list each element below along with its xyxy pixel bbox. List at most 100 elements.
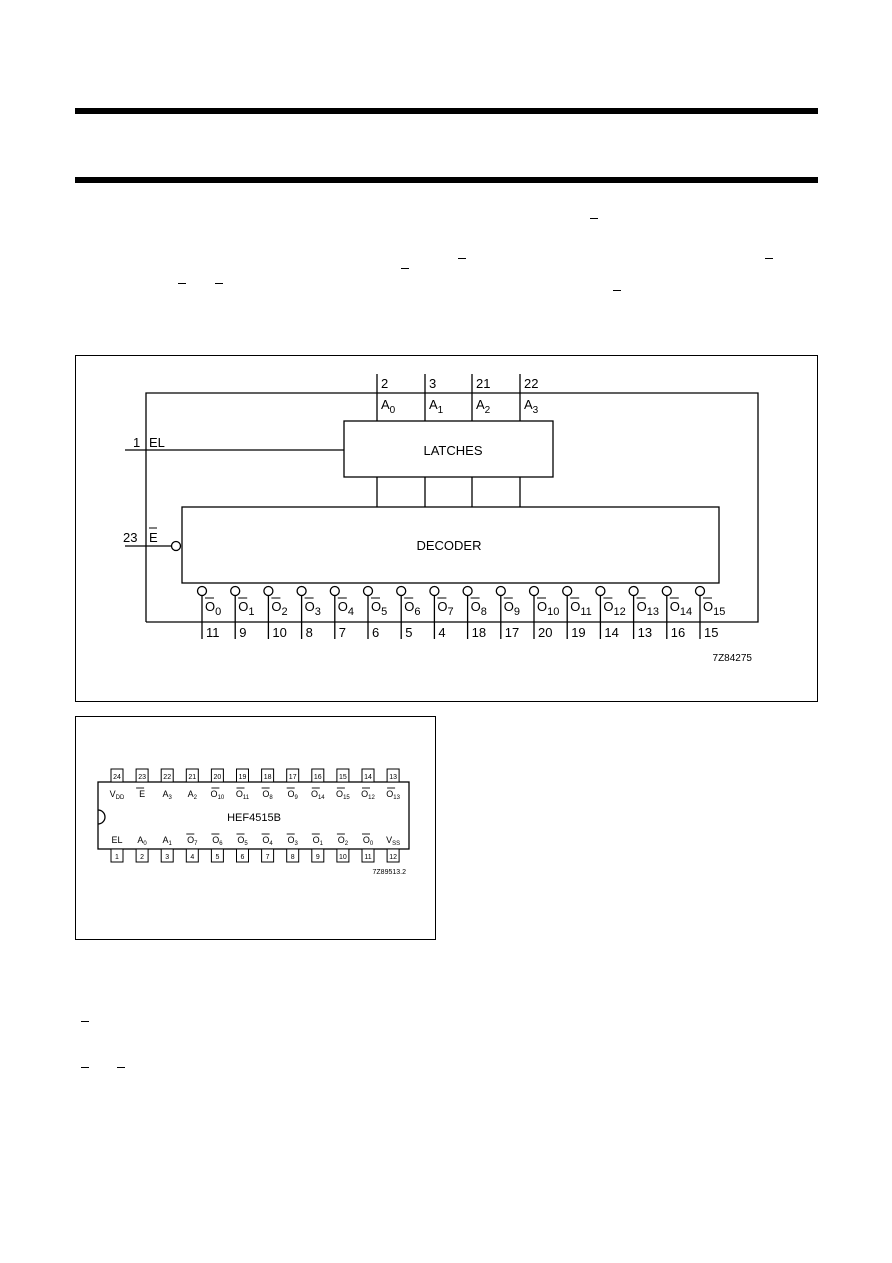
top-pin-label: O11 bbox=[236, 789, 250, 801]
decoder-outputs: O011O19O210O38O47O56O65O74O818O917O1020O… bbox=[196, 585, 725, 640]
output-pin-number: 10 bbox=[272, 625, 286, 640]
bottom-pin-number: 11 bbox=[364, 854, 371, 861]
output-pin-number: 16 bbox=[671, 625, 685, 640]
bottom-pin-box bbox=[261, 848, 275, 863]
top-pin-number: 16 bbox=[314, 774, 322, 781]
bottom-pin-box bbox=[286, 848, 300, 863]
second-rule bbox=[75, 177, 818, 183]
top-pin-box bbox=[110, 768, 124, 783]
e-label: E bbox=[149, 530, 158, 545]
output-label: O7 bbox=[437, 599, 453, 618]
text-overbar bbox=[613, 290, 621, 291]
text-overbar bbox=[117, 1067, 125, 1068]
output-pin-number: 8 bbox=[306, 625, 313, 640]
bottom-pin-box bbox=[386, 848, 400, 863]
text-overbar bbox=[215, 283, 223, 284]
text-overbar bbox=[178, 283, 186, 284]
decoder-label: DECODER bbox=[416, 538, 481, 553]
bottom-pin-label: VSS bbox=[386, 835, 400, 847]
output-label: O9 bbox=[504, 599, 520, 618]
top-pin-label: VDD bbox=[110, 789, 125, 801]
text-overbar bbox=[765, 258, 773, 259]
top-pin-box bbox=[361, 768, 375, 783]
output-pin-number: 17 bbox=[505, 625, 519, 640]
chip-notch bbox=[97, 809, 106, 825]
bottom-pin-label: O4 bbox=[262, 835, 273, 847]
top-pin-number: 22 bbox=[163, 774, 171, 781]
top-pin-number: 15 bbox=[339, 774, 347, 781]
bottom-pin-box bbox=[236, 848, 249, 863]
output-bubble bbox=[495, 585, 506, 597]
text-overbar bbox=[401, 268, 409, 269]
address-pin-number: 2 bbox=[381, 376, 388, 391]
output-label: O0 bbox=[205, 599, 221, 618]
output-label: O11 bbox=[570, 599, 592, 618]
top-pin-box bbox=[160, 768, 174, 783]
output-bubble bbox=[329, 585, 340, 597]
e-pin-number: 23 bbox=[123, 530, 137, 545]
bottom-pin-label: O6 bbox=[212, 835, 223, 847]
output-bubble bbox=[462, 585, 473, 597]
top-pin-number: 24 bbox=[113, 774, 121, 781]
bottom-pin-number: 4 bbox=[190, 854, 194, 861]
bottom-pin-box bbox=[210, 848, 224, 863]
bottom-pin-box bbox=[135, 848, 149, 863]
address-input-label: A3 bbox=[524, 397, 539, 416]
bottom-pin-number: 3 bbox=[165, 854, 169, 861]
bottom-pin-number: 12 bbox=[389, 854, 397, 861]
text-overbar bbox=[81, 1021, 89, 1022]
text-overbar bbox=[590, 218, 598, 219]
bottom-pin-label: O7 bbox=[187, 835, 198, 847]
top-pin-label: O8 bbox=[262, 789, 273, 801]
output-label: O14 bbox=[670, 599, 692, 618]
bottom-pin-box bbox=[185, 848, 199, 863]
bottom-pin-number: 5 bbox=[215, 854, 219, 861]
address-pin-number: 3 bbox=[429, 376, 436, 391]
bottom-pin-label: O0 bbox=[363, 835, 374, 847]
top-pin-number: 21 bbox=[188, 774, 196, 781]
top-pin-label: O12 bbox=[361, 789, 375, 801]
top-pin-box bbox=[261, 768, 275, 783]
top-pin-label: O13 bbox=[386, 789, 400, 801]
bottom-pin-box bbox=[311, 848, 325, 863]
chip-label: HEF4515B bbox=[227, 812, 281, 824]
top-pin-box bbox=[386, 768, 400, 783]
top-pin-label: E bbox=[139, 789, 145, 799]
latches-label: LATCHES bbox=[424, 443, 483, 458]
output-label: O8 bbox=[471, 599, 487, 618]
bottom-pin-label: O5 bbox=[237, 835, 248, 847]
output-bubble bbox=[362, 585, 374, 597]
bottom-pin-number: 7 bbox=[266, 854, 270, 861]
bottom-pin-label: A0 bbox=[137, 835, 147, 847]
output-pin-number: 14 bbox=[604, 625, 618, 640]
chip-body bbox=[97, 781, 410, 850]
top-pin-number: 23 bbox=[138, 774, 146, 781]
output-label: O3 bbox=[305, 599, 321, 618]
address-input-label: A2 bbox=[476, 397, 491, 416]
bottom-pin-number: 8 bbox=[291, 854, 295, 861]
top-pin-number: 20 bbox=[214, 774, 222, 781]
top-pin-label: O15 bbox=[336, 789, 350, 801]
output-label: O10 bbox=[537, 599, 559, 618]
top-pin-box bbox=[336, 768, 350, 783]
output-bubble bbox=[263, 585, 274, 597]
output-pin-number: 18 bbox=[472, 625, 486, 640]
top-pin-label: A2 bbox=[188, 789, 198, 801]
top-pin-number: 18 bbox=[264, 774, 272, 781]
top-pin-box bbox=[236, 768, 249, 783]
top-pin-number: 19 bbox=[239, 774, 247, 781]
output-pin-number: 9 bbox=[239, 625, 246, 640]
output-bubble bbox=[296, 585, 307, 597]
bottom-pin-number: 10 bbox=[339, 854, 347, 861]
bottom-pin-box bbox=[336, 848, 350, 863]
output-bubble bbox=[196, 585, 208, 597]
el-label: EL bbox=[149, 435, 165, 450]
bottom-pin-label: O3 bbox=[288, 835, 299, 847]
output-pin-number: 7 bbox=[339, 625, 346, 640]
top-pin-number: 13 bbox=[389, 774, 397, 781]
output-bubble bbox=[230, 585, 241, 597]
output-bubble bbox=[595, 585, 606, 597]
